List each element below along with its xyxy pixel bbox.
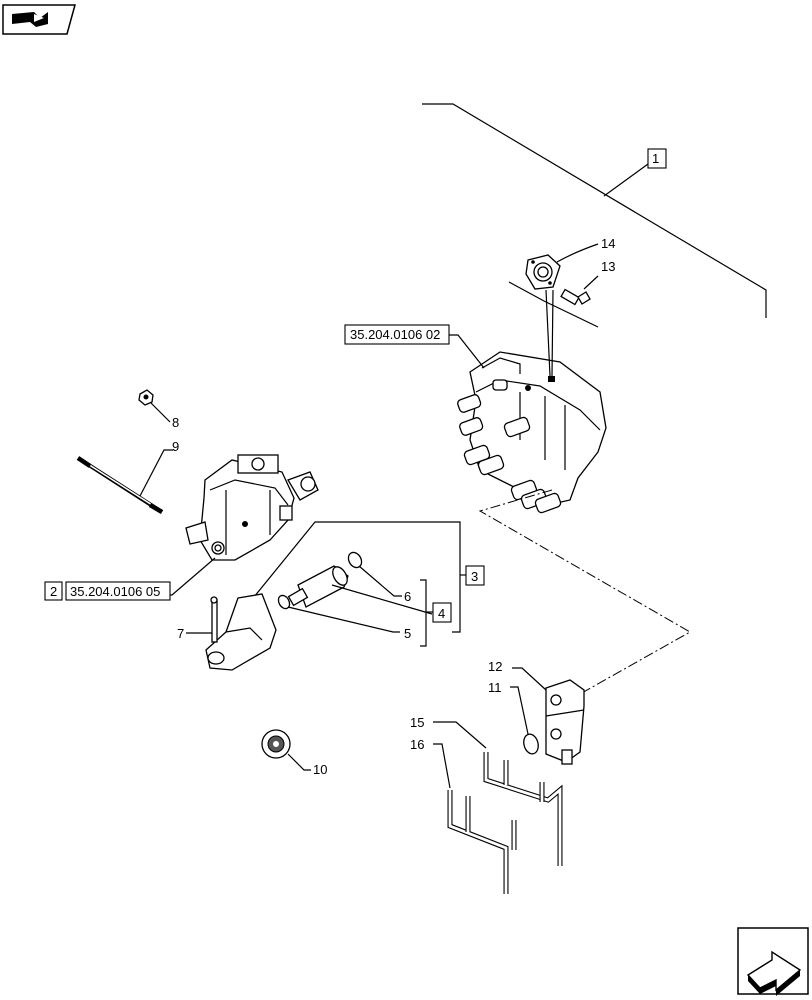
part-16-pipe	[433, 743, 517, 894]
assembly-bracket-1	[422, 103, 767, 318]
callout-10: 10	[313, 762, 327, 777]
valve-port	[457, 379, 562, 514]
part-7-lever-bracket	[186, 593, 277, 671]
callout-11: 11	[488, 680, 502, 695]
reference-section-valve-text: 35.204.0106 05	[70, 584, 160, 599]
part-5-o-ring	[277, 594, 400, 633]
part-9-tie-rod	[76, 449, 173, 514]
reference-box-main-valve[interactable]: 35.204.0106 02	[344, 324, 485, 369]
callout-14: 14	[601, 236, 615, 251]
callout-13: 13	[601, 259, 615, 274]
callout-6: 6	[404, 589, 411, 604]
callout-16: 16	[410, 737, 424, 752]
callout-3: 3	[471, 569, 478, 584]
main-control-valve	[457, 351, 607, 514]
callout-2: 2	[50, 584, 57, 599]
part-6-o-ring	[347, 551, 402, 597]
callout-8: 8	[172, 415, 179, 430]
callout-4: 4	[438, 606, 445, 621]
part-11-ring	[510, 686, 539, 755]
back-button[interactable]	[2, 4, 76, 35]
part-14-flange	[525, 243, 599, 290]
check-valve-cartridge	[287, 565, 433, 615]
bracket-3	[253, 521, 485, 633]
reference-main-valve-text: 35.204.0106 02	[350, 327, 440, 342]
callout-12: 12	[488, 659, 502, 674]
callout-7: 7	[177, 626, 184, 641]
callout-5: 5	[404, 626, 411, 641]
forward-arrow-icon	[746, 950, 802, 996]
part-12-valve-block	[512, 667, 585, 765]
section-valve	[165, 454, 319, 596]
next-page-button[interactable]	[737, 927, 809, 996]
callout-15: 15	[410, 715, 424, 730]
part-15-pipe	[433, 721, 563, 866]
part-8-nut	[138, 389, 171, 423]
bracket-4	[420, 579, 452, 647]
part-13-bolt	[560, 275, 599, 306]
callout-1: 1	[652, 151, 659, 166]
part-10-knob	[261, 729, 311, 771]
reference-box-section-valve[interactable]: 2 35.204.0106 05	[44, 581, 171, 601]
callout-9: 9	[172, 439, 179, 454]
book-arrow-icon	[12, 12, 48, 27]
